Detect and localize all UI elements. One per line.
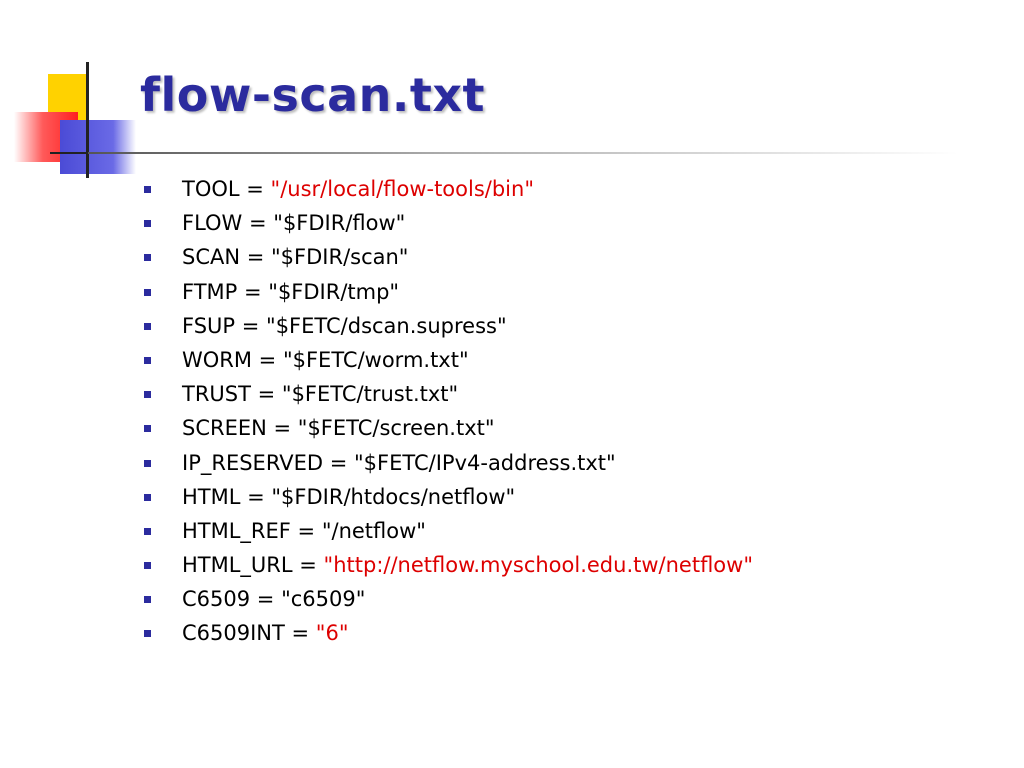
item-key: FLOW = [182, 211, 274, 236]
item-value: "$FDIR/flow" [273, 211, 406, 236]
list-item: TOOL = "/usr/local/flow-tools/bin" [142, 172, 753, 206]
square-bullet-icon [144, 493, 151, 501]
list-item: IP_RESERVED = "$FETC/IPv4-address.txt" [142, 446, 753, 480]
square-bullet-icon [144, 630, 151, 638]
item-key: HTML = [182, 484, 272, 509]
item-key: FSUP = [182, 313, 267, 338]
item-value: "$FDIR/htdocs/netflow" [271, 484, 516, 509]
square-bullet-icon [144, 288, 151, 296]
item-key: SCREEN = [182, 416, 298, 441]
list-item: HTML_REF = "/netflow" [142, 514, 753, 548]
square-bullet-icon [144, 186, 151, 193]
item-value: "6" [315, 621, 349, 646]
list-item: SCREEN = "$FETC/screen.txt" [142, 411, 753, 445]
square-bullet-icon [144, 322, 151, 330]
square-bullet-icon [144, 459, 151, 467]
item-key: HTML_URL = [182, 553, 324, 578]
item-value: "$FDIR/tmp" [268, 279, 400, 304]
list-item: SCAN = "$FDIR/scan" [142, 240, 753, 274]
item-value: "$FETC/dscan.supress" [266, 313, 507, 338]
square-bullet-icon [144, 391, 151, 399]
list-item: C6509INT = "6" [142, 616, 753, 650]
list-item: HTML_URL = "http://netflow.myschool.edu.… [142, 548, 753, 582]
item-value: "c6509" [281, 587, 366, 612]
item-value: "$FETC/trust.txt" [281, 382, 459, 407]
vertical-line [86, 62, 89, 178]
item-key: SCAN = [182, 245, 272, 270]
slide-title: flow-scan.txt [140, 68, 486, 122]
item-key: HTML_REF = [182, 518, 322, 543]
square-bullet-icon [144, 527, 151, 535]
item-key: TOOL = [182, 177, 271, 201]
item-value: "$FETC/IPv4-address.txt" [354, 450, 616, 475]
blue-square-shape [60, 120, 136, 174]
square-bullet-icon [144, 356, 151, 364]
list-item: FLOW = "$FDIR/flow" [142, 206, 753, 240]
list-item: FTMP = "$FDIR/tmp" [142, 275, 753, 309]
list-item: TRUST = "$FETC/trust.txt" [142, 377, 753, 411]
list-item: HTML = "$FDIR/htdocs/netflow" [142, 480, 753, 514]
list-item: C6509 = "c6509" [142, 582, 753, 616]
bullet-list: TOOL = "/usr/local/flow-tools/bin"FLOW =… [142, 172, 753, 651]
item-value: "/usr/local/flow-tools/bin" [270, 177, 534, 201]
square-bullet-icon [144, 596, 151, 604]
item-value: "http://netflow.myschool.edu.tw/netflow" [323, 553, 753, 578]
corner-decoration [0, 0, 150, 190]
item-value: "$FETC/worm.txt" [282, 347, 469, 372]
item-key: C6509INT = [182, 621, 316, 646]
title-underline [88, 152, 958, 154]
square-bullet-icon [144, 254, 151, 262]
square-bullet-icon [144, 425, 151, 433]
item-key: WORM = [182, 347, 283, 372]
list-item: WORM = "$FETC/worm.txt" [142, 343, 753, 377]
item-value: "/netflow" [321, 518, 426, 543]
list-item: FSUP = "$FETC/dscan.supress" [142, 309, 753, 343]
item-key: IP_RESERVED = [182, 450, 355, 475]
item-key: TRUST = [182, 382, 282, 407]
item-key: FTMP = [182, 279, 269, 304]
item-key: C6509 = [182, 587, 282, 612]
square-bullet-icon [144, 220, 151, 228]
item-value: "$FDIR/scan" [271, 245, 409, 270]
square-bullet-icon [144, 562, 151, 570]
item-value: "$FETC/screen.txt" [297, 416, 495, 441]
